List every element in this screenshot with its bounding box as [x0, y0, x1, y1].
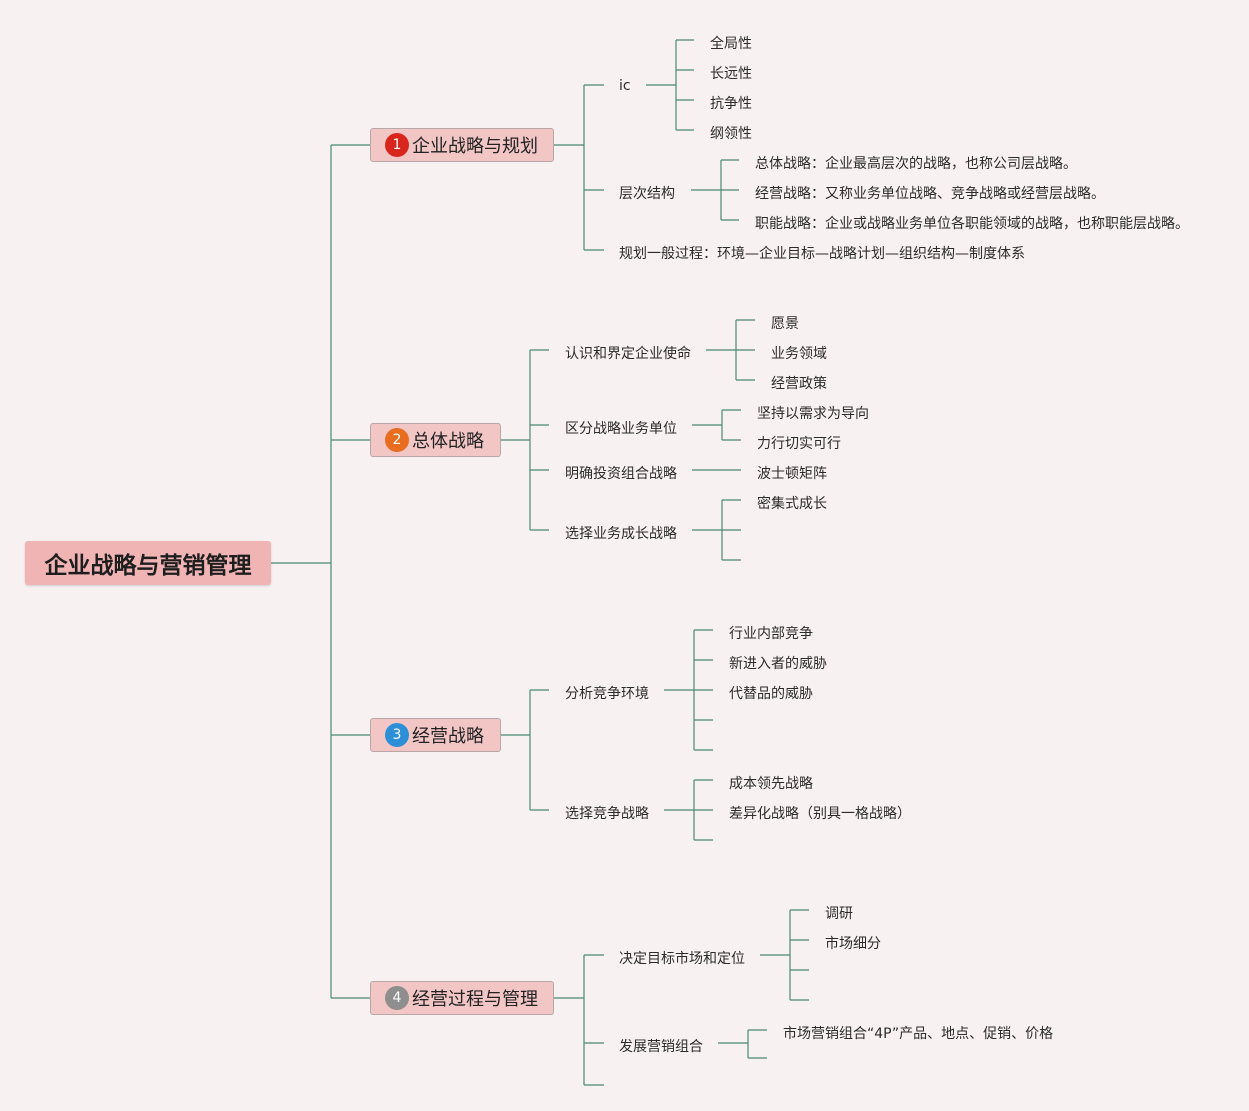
subtopic[interactable]: 分析竞争环境 — [565, 686, 649, 702]
branch-label: 总体战略 — [412, 431, 484, 452]
branch-topic-operation-management[interactable]: 4 经营过程与管理 — [370, 981, 554, 1015]
branch-topic-strategy-planning[interactable]: 1 企业战略与规划 — [370, 128, 554, 162]
leaf-topic[interactable]: 代替品的威胁 — [729, 686, 813, 702]
leaf-topic[interactable]: 经营政策 — [771, 376, 827, 392]
subtopic[interactable]: 区分战略业务单位 — [565, 421, 677, 437]
subtopic[interactable]: 明确投资组合战略 — [565, 466, 677, 482]
subtopic[interactable]: 层次结构 — [619, 186, 675, 202]
number-badge-1: 1 — [385, 133, 409, 157]
leaf-topic[interactable]: 市场细分 — [825, 936, 881, 952]
leaf-topic[interactable]: 总体战略：企业最高层次的战略，也称公司层战略。 — [755, 156, 1077, 172]
leaf-topic[interactable]: 市场营销组合“4P”产品、地点、促销、价格 — [783, 1026, 1054, 1042]
leaf-topic[interactable]: 新进入者的威胁 — [729, 656, 827, 672]
leaf-topic[interactable]: 长远性 — [710, 66, 752, 82]
subtopic[interactable]: 选择业务成长战略 — [565, 526, 677, 542]
leaf-topic[interactable]: 调研 — [825, 906, 853, 922]
leaf-topic[interactable]: 行业内部竞争 — [729, 626, 813, 642]
branch-label: 企业战略与规划 — [412, 136, 538, 157]
subtopic[interactable]: 决定目标市场和定位 — [619, 951, 745, 967]
branch-label: 经营过程与管理 — [412, 989, 538, 1010]
leaf-topic[interactable]: 业务领域 — [771, 346, 827, 362]
branch-label: 经营战略 — [412, 726, 484, 747]
leaf-topic[interactable]: 经营战略：又称业务单位战略、竞争战略或经营层战略。 — [755, 186, 1105, 202]
subtopic[interactable]: 选择竞争战略 — [565, 806, 649, 822]
root-topic-label: 企业战略与营销管理 — [44, 553, 252, 579]
leaf-topic[interactable]: 抗争性 — [710, 96, 752, 112]
leaf-topic[interactable]: 职能战略：企业或战略业务单位各职能领域的战略，也称职能层战略。 — [755, 216, 1189, 232]
leaf-topic[interactable]: 坚持以需求为导向 — [757, 406, 869, 422]
leaf-topic[interactable]: 成本领先战略 — [729, 776, 813, 792]
branch-topic-business-strategy[interactable]: 3 经营战略 — [370, 718, 501, 752]
leaf-topic[interactable]: 密集式成长 — [757, 496, 827, 512]
leaf-topic[interactable]: 纲领性 — [710, 126, 752, 142]
branch-topic-corporate-strategy[interactable]: 2 总体战略 — [370, 423, 501, 457]
root-topic[interactable]: 企业战略与营销管理 — [25, 541, 271, 585]
leaf-topic[interactable]: 愿景 — [771, 316, 799, 332]
number-badge-3: 3 — [385, 723, 409, 747]
subtopic[interactable]: ic — [619, 78, 631, 94]
leaf-topic[interactable]: 全局性 — [710, 36, 752, 52]
number-badge-2: 2 — [385, 428, 409, 452]
leaf-topic[interactable]: 差异化战略（别具一格战略） — [729, 806, 911, 822]
leaf-topic[interactable]: 波士顿矩阵 — [757, 466, 827, 482]
subtopic[interactable]: 规划一般过程：环境—企业目标—战略计划—组织结构—制度体系 — [619, 246, 1025, 262]
number-badge-4: 4 — [385, 986, 409, 1010]
subtopic[interactable]: 认识和界定企业使命 — [565, 346, 691, 362]
subtopic[interactable]: 发展营销组合 — [619, 1039, 703, 1055]
leaf-topic[interactable]: 力行切实可行 — [757, 436, 841, 452]
